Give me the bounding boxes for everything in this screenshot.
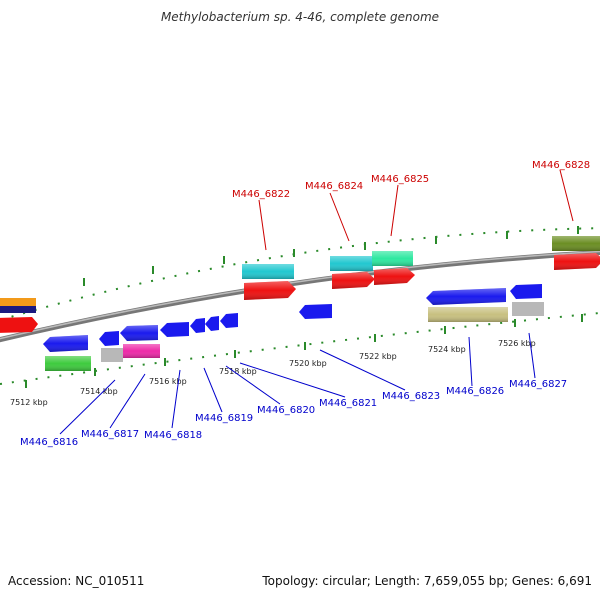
genome-info-text: Topology: circular; Length: 7,659,055 bp… <box>262 574 592 588</box>
forward-features <box>0 236 600 333</box>
gene-label-bottom[interactable]: M446_6821 <box>319 398 377 409</box>
reverse-features <box>43 284 544 371</box>
genome-backbone <box>0 250 600 343</box>
gene-feature[interactable] <box>0 306 36 313</box>
tick-label: 7516 kbp <box>149 377 187 386</box>
tick-label: 7514 kbp <box>80 387 118 396</box>
inner-tick-track <box>0 311 600 385</box>
gene-label-top[interactable]: M446_6824 <box>305 181 363 192</box>
accession-text: Accession: NC_010511 <box>8 574 145 588</box>
top-leaders <box>258 169 574 251</box>
gene-label-top[interactable]: M446_6825 <box>371 174 429 185</box>
gene-feature[interactable] <box>512 302 544 316</box>
outer-tick-track <box>0 227 600 321</box>
gene-label-bottom[interactable]: M446_6820 <box>257 405 315 416</box>
gene-feature[interactable] <box>220 313 238 328</box>
gene-label-bottom[interactable]: M446_6826 <box>446 386 504 397</box>
map-title: Methylobacterium sp. 4-46, complete geno… <box>160 10 440 24</box>
gene-label-bottom[interactable]: M446_6816 <box>20 437 78 448</box>
tick-label: 7526 kbp <box>498 339 536 348</box>
gene-label-bottom[interactable]: M446_6827 <box>509 379 567 390</box>
gene-label-top[interactable]: M446_6828 <box>532 160 590 171</box>
gene-feature[interactable] <box>299 304 332 319</box>
bottom-leaders <box>59 332 536 435</box>
gene-label-bottom[interactable]: M446_6818 <box>144 430 202 441</box>
gene-label-bottom[interactable]: M446_6819 <box>195 413 253 424</box>
gene-label-bottom[interactable]: M446_6817 <box>81 429 139 440</box>
gene-feature[interactable] <box>205 316 219 331</box>
tick-label: 7524 kbp <box>428 345 466 354</box>
gene-feature[interactable] <box>510 284 542 299</box>
major-ticks <box>25 226 583 388</box>
gene-feature[interactable] <box>190 318 205 333</box>
gene-label-top[interactable]: M446_6822 <box>232 189 290 200</box>
tick-label: 7522 kbp <box>359 352 397 361</box>
tick-label: 7518 kbp <box>219 367 257 376</box>
tick-label: 7512 kbp <box>10 398 48 407</box>
tick-label: 7520 kbp <box>289 359 327 368</box>
gene-feature[interactable] <box>0 298 36 307</box>
gene-label-bottom[interactable]: M446_6823 <box>382 391 440 402</box>
gene-feature[interactable] <box>101 348 123 362</box>
gene-feature[interactable] <box>160 322 189 337</box>
gene-feature[interactable] <box>99 331 119 346</box>
gene-feature[interactable] <box>0 317 38 333</box>
